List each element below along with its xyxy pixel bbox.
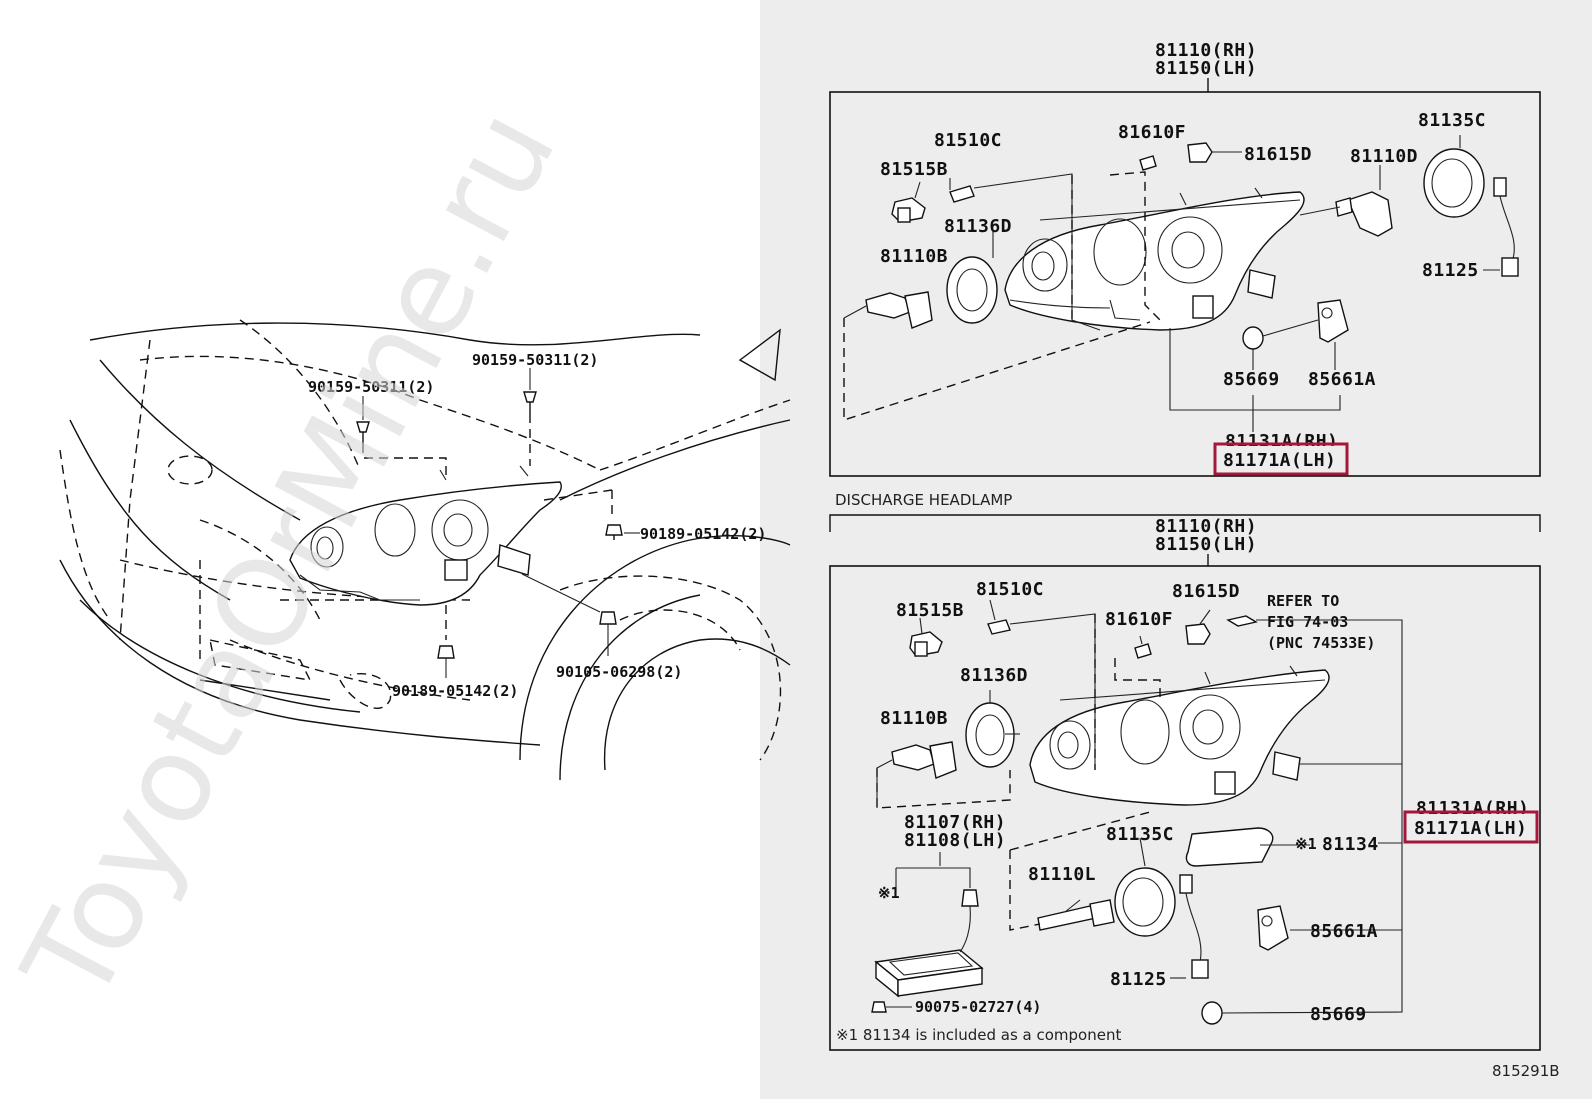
- upper-label-81110b: 81110B: [880, 246, 948, 267]
- figure-id: 815291B: [1492, 1062, 1560, 1080]
- lower-label-85669: 85669: [1310, 1004, 1367, 1025]
- lower-label-ballast-rh: 81107(RH): [904, 812, 1006, 833]
- bulb-81110b-icon: [865, 291, 933, 329]
- cap-81135c-icon: [1114, 867, 1176, 937]
- lower-panel-frame: [829, 565, 1541, 1051]
- label-nut-right-upper: 90189-05142(2): [640, 525, 766, 543]
- upper-assy-lh: 81150(LH): [1155, 58, 1257, 79]
- bulb-81610f-icon: [1139, 155, 1157, 171]
- bolt-icon: [523, 391, 537, 414]
- upper-label-81515b: 81515B: [880, 159, 948, 180]
- wire-81125-icon: [1179, 874, 1209, 979]
- lower-assy-lh: 81150(LH): [1155, 534, 1257, 555]
- upper-label-81510c: 81510C: [934, 130, 1002, 151]
- label-bolt-top-left: 90159-50311(2): [308, 378, 434, 396]
- lower-footnote: ※1 81134 is included as a component: [836, 1026, 1121, 1044]
- socket-81515b-icon: [909, 631, 943, 657]
- lower-label-sub-lh: 81171A(LH): [1414, 818, 1527, 839]
- gasket-81134-icon: [1185, 827, 1274, 867]
- leveling-motor-85661a-icon: [1257, 905, 1289, 951]
- upper-headlamp-panel: 81110(RH) 81150(LH): [829, 40, 1541, 477]
- lower-label-sub-rh: 81131A(RH): [1416, 798, 1529, 819]
- upper-label-81615d: 81615D: [1244, 144, 1312, 165]
- upper-label-sub-lh: 81171A(LH): [1223, 450, 1336, 471]
- discharge-headlamp-housing: [1029, 665, 1330, 806]
- lower-headlamp-panel: [829, 565, 1541, 1051]
- lower-section-title: DISCHARGE HEADLAMP: [835, 491, 1012, 509]
- socket-81515b-icon: [891, 197, 926, 223]
- upper-highlight-box: [1215, 446, 1347, 474]
- ring-81136d-icon: [965, 702, 1015, 768]
- lower-label-81610f: 81610F: [1105, 609, 1173, 630]
- bulb-81110l-icon: [1037, 899, 1115, 931]
- lower-label-81136d: 81136D: [960, 665, 1028, 686]
- upper-label-85669: 85669: [1223, 369, 1280, 390]
- lower-refer-line-2: FIG 74-03: [1267, 613, 1348, 631]
- leveling-motor-85661a-icon: [1317, 299, 1349, 343]
- lower-note-mark-gasket: ※1: [1295, 835, 1317, 853]
- bulb-81110b-icon: [891, 741, 957, 779]
- lower-highlight-box: [1405, 814, 1537, 842]
- lower-label-81135c: 81135C: [1106, 824, 1174, 845]
- upper-panel-frame: [829, 91, 1541, 477]
- lower-label-81110l: 81110L: [1028, 864, 1096, 885]
- screw-icon: [599, 611, 617, 625]
- car-front-illustration: [59, 319, 791, 781]
- headlamp-housing: [1004, 187, 1305, 331]
- lower-label-81110b: 81110B: [880, 708, 948, 729]
- lower-note-mark-ballast: ※1: [878, 884, 900, 902]
- lower-assy-rh: 81110(RH): [1155, 516, 1257, 537]
- bulb-81510c-icon: [987, 619, 1011, 635]
- upper-label-85661a: 85661A: [1308, 369, 1376, 390]
- lower-label-85661a: 85661A: [1310, 921, 1378, 942]
- upper-label-81110d: 81110D: [1350, 146, 1418, 167]
- cap-81135c-icon: [1423, 148, 1485, 218]
- lower-label-screw: 90075-02727(4): [915, 998, 1041, 1016]
- label-nut-bottom: 90189-05142(2): [392, 682, 518, 700]
- lower-label-81134: 81134: [1322, 834, 1379, 855]
- bulb-81110d-icon: [1335, 191, 1393, 237]
- wire-81125-icon: [1493, 177, 1519, 277]
- upper-label-81125: 81125: [1422, 260, 1479, 281]
- lower-label-81510c: 81510C: [976, 579, 1044, 600]
- upper-label-81135c: 81135C: [1418, 110, 1486, 131]
- oring-85669-icon: [1242, 326, 1264, 350]
- lower-label-81515b: 81515B: [896, 600, 964, 621]
- socket-81615d-icon: [1185, 623, 1211, 645]
- ballast-81107-icon: [874, 889, 984, 998]
- bulb-81510c-icon: [949, 185, 975, 203]
- label-bolt-top-right: 90159-50311(2): [472, 351, 598, 369]
- bolt-icon: [356, 421, 370, 444]
- nut-icon: [605, 524, 623, 536]
- upper-label-81610f: 81610F: [1118, 122, 1186, 143]
- lower-refer-line-1: REFER TO: [1267, 592, 1339, 610]
- label-screw-right-lower: 90105-06298(2): [556, 663, 682, 681]
- screw-icon: [871, 1001, 887, 1013]
- socket-81615d-icon: [1187, 142, 1213, 163]
- lower-label-81125: 81125: [1110, 969, 1167, 990]
- lower-label-ballast-lh: 81108(LH): [904, 830, 1006, 851]
- lower-label-81615d: 81615D: [1172, 581, 1240, 602]
- refer-arrow-icon: [1226, 615, 1258, 627]
- oring-85669-icon: [1201, 1001, 1223, 1025]
- ring-81136d-icon: [946, 256, 998, 324]
- upper-assy-rh: 81110(RH): [1155, 40, 1257, 61]
- nut-icon: [437, 645, 455, 659]
- bulb-81610f-icon: [1134, 643, 1152, 659]
- lower-refer-line-3: (PNC 74533E): [1267, 634, 1375, 652]
- upper-label-81136d: 81136D: [944, 216, 1012, 237]
